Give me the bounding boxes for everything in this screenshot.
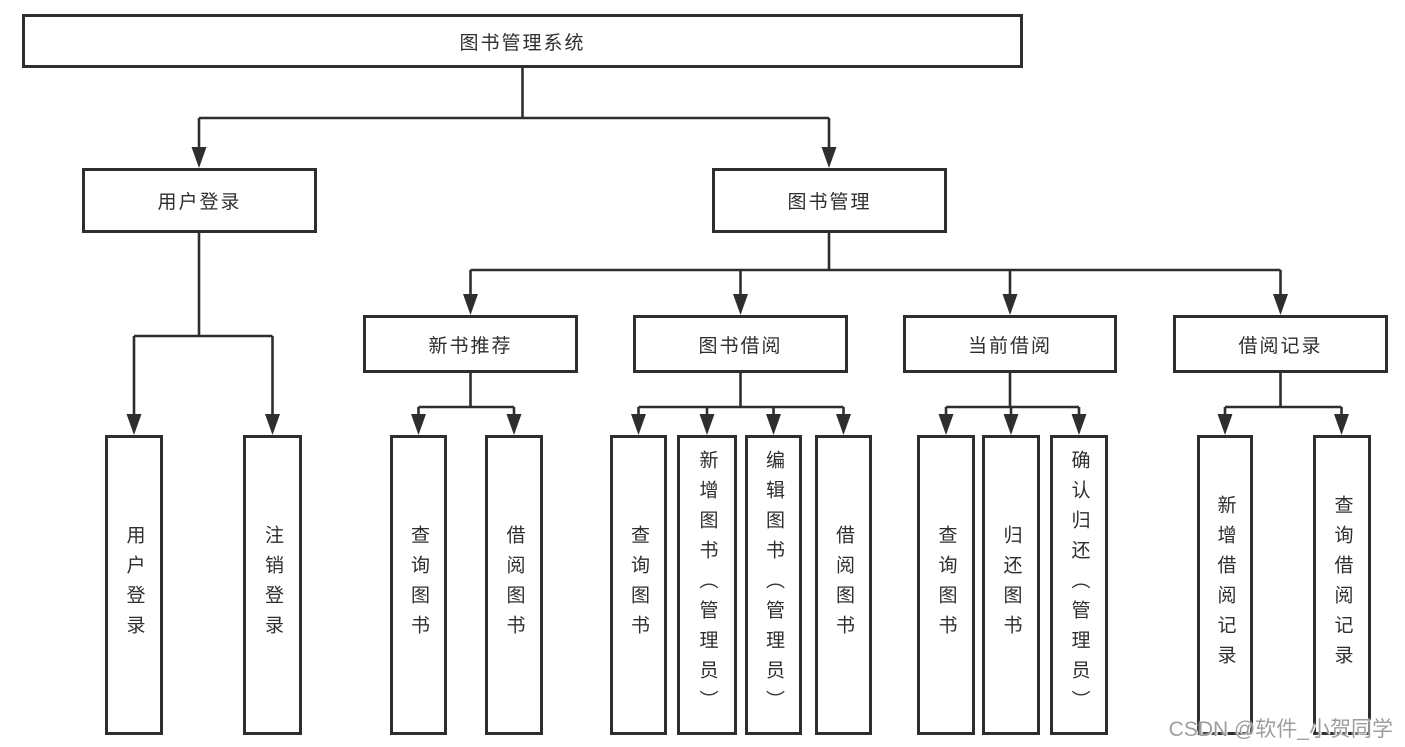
leaf-borrow-book-recommend-label: 借阅图书 [503,525,525,645]
connector-current-borrow-children [938,373,1087,435]
leaf-edit-book-admin-label: 编辑图书（管理员） [763,450,784,720]
leaf-borrow-book-recommend: 借阅图书 [485,435,543,735]
leaf-logout-login: 注销登录 [243,435,302,735]
leaf-query-book-recommend: 查询图书 [390,435,447,735]
leaf-add-book-admin-label: 新增图书（管理员） [696,450,718,720]
leaf-add-borrow-record: 新增借阅记录 [1197,435,1253,735]
connector-root-to-level2 [191,68,837,168]
leaf-borrow-book-label: 借阅图书 [833,525,854,645]
leaf-query-borrow-record: 查询借阅记录 [1313,435,1371,735]
node-book-management: 图书管理 [712,168,947,233]
node-current-borrow: 当前借阅 [903,315,1117,373]
leaf-add-borrow-record-label: 新增借阅记录 [1214,495,1236,675]
node-borrow-records-label: 借阅记录 [1238,335,1323,357]
leaf-confirm-return-admin-label: 确认归还（管理员） [1068,450,1090,720]
leaf-query-book-borrow-label: 查询图书 [628,525,649,645]
leaf-query-book-current-label: 查询图书 [935,525,957,645]
leaf-logout-login-label: 注销登录 [262,525,283,645]
leaf-edit-book-admin: 编辑图书（管理员） [745,435,802,735]
node-root: 图书管理系统 [22,14,1023,68]
node-book-borrow: 图书借阅 [633,315,848,373]
node-book-borrow-label: 图书借阅 [698,335,783,357]
node-user-login-label: 用户登录 [157,192,242,213]
leaf-user-login: 用户登录 [105,435,163,735]
node-current-borrow-label: 当前借阅 [967,335,1052,357]
node-user-login: 用户登录 [82,168,317,233]
watermark: CSDN @软件_小贺同学 [1168,718,1393,741]
leaf-user-login-label: 用户登录 [123,525,145,645]
node-book-management-label: 图书管理 [787,192,872,213]
node-new-book-recommend-label: 新书推荐 [428,335,513,357]
leaf-confirm-return-admin: 确认归还（管理员） [1050,435,1108,735]
leaf-query-book-borrow: 查询图书 [610,435,667,735]
node-root-label: 图书管理系统 [459,32,586,54]
leaf-query-book-recommend-label: 查询图书 [408,525,429,645]
leaf-add-book-admin: 新增图书（管理员） [677,435,737,735]
node-new-book-recommend: 新书推荐 [363,315,578,373]
connector-borrow-records-children [1217,373,1349,435]
connector-book-borrow-children [631,373,851,435]
leaf-return-book: 归还图书 [982,435,1040,735]
leaf-return-book-label: 归还图书 [1000,525,1022,645]
leaf-query-book-current: 查询图书 [917,435,975,735]
leaf-borrow-book: 借阅图书 [815,435,872,735]
node-borrow-records: 借阅记录 [1173,315,1388,373]
connector-book-management-to-level3 [463,233,1288,315]
connector-user-login-children [126,233,280,435]
leaf-query-borrow-record-label: 查询借阅记录 [1331,495,1353,675]
connector-new-book-recommend-children [411,373,522,435]
